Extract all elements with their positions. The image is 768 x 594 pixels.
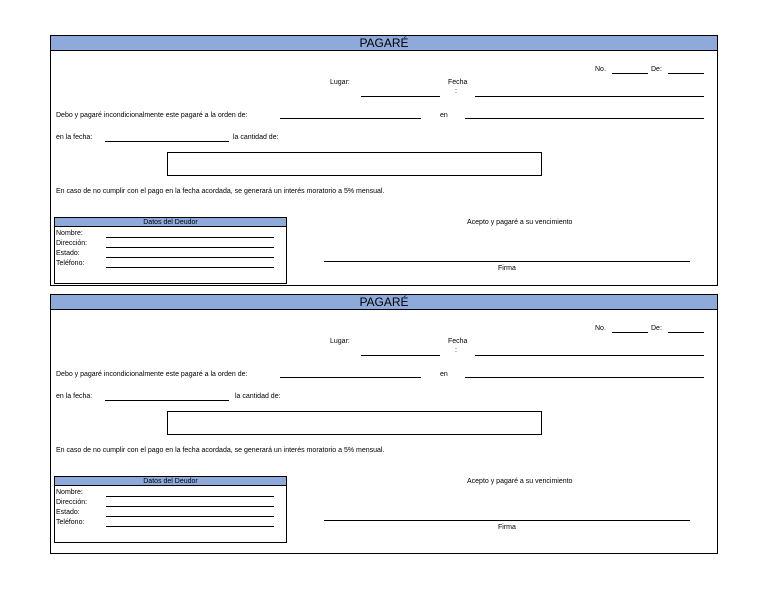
no-field[interactable] <box>612 73 648 74</box>
direccion-label: Dirección: <box>56 499 88 506</box>
fecha-label: Fecha <box>448 79 468 86</box>
pagare-title: PAGARÉ <box>51 36 717 51</box>
fecha-colon: : <box>455 88 457 95</box>
direccion-field[interactable] <box>106 506 274 507</box>
telefono-field[interactable] <box>106 267 274 268</box>
cantidad-box[interactable] <box>167 152 542 176</box>
orden-de-field[interactable] <box>280 377 421 378</box>
fecha-field[interactable] <box>475 96 704 97</box>
de-field[interactable] <box>668 73 704 74</box>
nombre-label: Nombre: <box>56 230 83 237</box>
en-field[interactable] <box>465 377 704 378</box>
estado-label: Estado: <box>56 509 80 516</box>
datos-deudor-box: Datos del Deudor Nombre: Dirección: Esta… <box>54 476 287 543</box>
en-la-fecha-field[interactable] <box>105 400 229 401</box>
estado-field[interactable] <box>106 516 274 517</box>
cantidad-box[interactable] <box>167 411 542 435</box>
cantidad-label: la cantidad de: <box>235 393 281 400</box>
cantidad-label: la cantidad de: <box>233 134 279 141</box>
lugar-label: Lugar: <box>330 79 350 86</box>
en-label: en <box>440 112 448 119</box>
no-field[interactable] <box>612 332 648 333</box>
estado-field[interactable] <box>106 257 274 258</box>
de-field[interactable] <box>668 332 704 333</box>
acepto-text: Acepto y pagaré a su vencimiento <box>467 478 573 485</box>
nombre-field[interactable] <box>106 496 274 497</box>
debo-text: Debo y pagaré incondicionalmente este pa… <box>56 371 248 378</box>
no-label: No. <box>595 66 606 73</box>
de-label: De: <box>651 325 662 332</box>
en-la-fecha-label: en la fecha: <box>56 134 93 141</box>
en-field[interactable] <box>465 118 704 119</box>
telefono-label: Teléfono: <box>56 260 85 267</box>
datos-deudor-title: Datos del Deudor <box>55 218 286 227</box>
direccion-field[interactable] <box>106 247 274 248</box>
lugar-field[interactable] <box>361 96 440 97</box>
datos-deudor-box: Datos del Deudor Nombre: Dirección: Esta… <box>54 217 287 284</box>
en-label: en <box>440 371 448 378</box>
de-label: De: <box>651 66 662 73</box>
firma-label: Firma <box>498 524 516 531</box>
en-la-fecha-field[interactable] <box>105 141 229 142</box>
lugar-field[interactable] <box>361 355 440 356</box>
pagare-form-2: PAGARÉ No. De: Lugar: Fecha : Debo y pag… <box>50 294 718 554</box>
firma-line[interactable] <box>324 520 690 521</box>
firma-label: Firma <box>498 265 516 272</box>
firma-line[interactable] <box>324 261 690 262</box>
nombre-label: Nombre: <box>56 489 83 496</box>
telefono-label: Teléfono: <box>56 519 85 526</box>
direccion-label: Dirección: <box>56 240 88 247</box>
acepto-text: Acepto y pagaré a su vencimiento <box>467 219 573 226</box>
nombre-field[interactable] <box>106 237 274 238</box>
interes-text: En caso de no cumplir con el pago en la … <box>56 447 385 454</box>
fecha-label: Fecha <box>448 338 468 345</box>
interes-text: En caso de no cumplir con el pago en la … <box>56 188 385 195</box>
estado-label: Estado: <box>56 250 80 257</box>
telefono-field[interactable] <box>106 526 274 527</box>
fecha-colon: : <box>455 347 457 354</box>
en-la-fecha-label: en la fecha: <box>56 393 93 400</box>
pagare-title: PAGARÉ <box>51 295 717 310</box>
fecha-field[interactable] <box>475 355 704 356</box>
pagare-form-1: PAGARÉ No. De: Lugar: Fecha : Debo y pag… <box>50 35 718 286</box>
lugar-label: Lugar: <box>330 338 350 345</box>
datos-deudor-title: Datos del Deudor <box>55 477 286 486</box>
debo-text: Debo y pagaré incondicionalmente este pa… <box>56 112 248 119</box>
orden-de-field[interactable] <box>280 118 421 119</box>
no-label: No. <box>595 325 606 332</box>
